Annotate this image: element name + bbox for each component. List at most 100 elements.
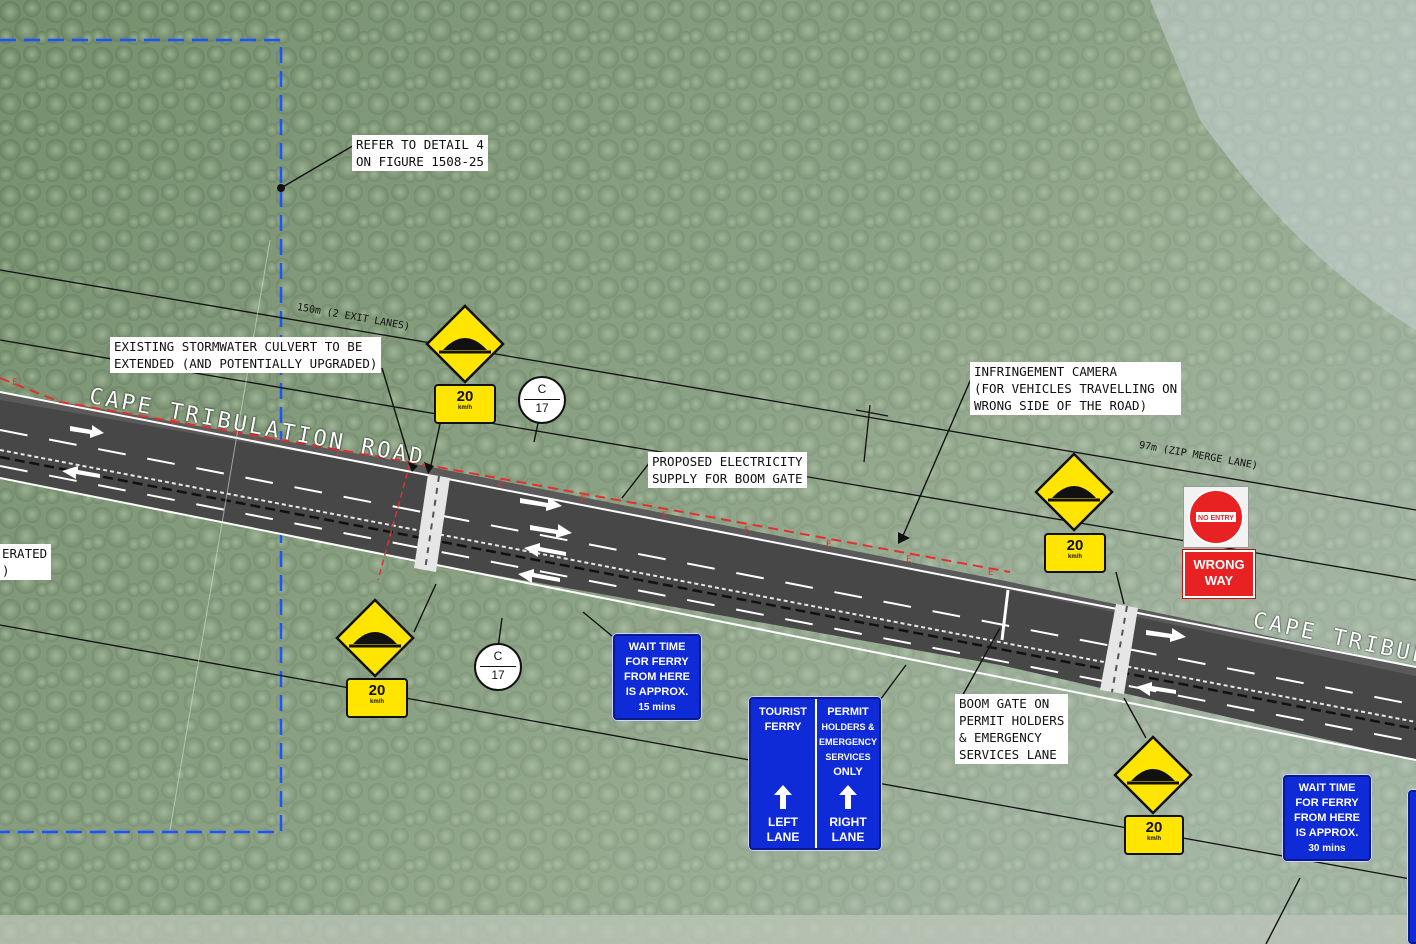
svg-text:E: E [662,511,667,521]
note-line: ERATED [2,546,48,561]
svg-text:E: E [906,555,911,565]
sign-line: FROM HERE [1294,812,1360,824]
lane-line [0,465,1416,743]
crossing-marking [1100,604,1138,694]
speed-unit: km/h [1146,836,1161,842]
no-entry-text: NO ENTRY [1198,515,1234,522]
svg-text:E: E [170,417,175,427]
speed-unit: km/h [369,699,384,705]
lane-designation-sign: TOURIST FERRY LEFT LANE PERMIT HOLDERS &… [748,696,882,851]
ref-letter: C [493,649,503,663]
road-edge-bottom [0,477,1416,761]
speed-value: 20 [1145,819,1163,836]
partial-blue-sign [1407,789,1416,944]
lane-sign-right-panel: PERMIT HOLDERS & EMERGENCY SERVICES ONLY… [817,699,879,848]
speed-unit: km/h [1067,554,1082,560]
leader-dots [277,184,910,544]
note-line: INFRINGEMENT CAMERA [974,364,1117,379]
camera-note: INFRINGEMENT CAMERA (FOR VEHICLES TRAVEL… [970,362,1182,415]
note-line: BOOM GATE ON [959,696,1050,711]
ferry-wait-time-sign: WAIT TIME FOR FERRY FROM HERE IS APPROX.… [1282,774,1372,862]
sign-line: LEFT [768,815,798,829]
speed-limit-sign: 20 km/h [434,384,496,424]
svg-text:E: E [12,378,17,388]
sign-line: ONLY [833,766,863,778]
note-line: ) [2,563,10,578]
note-line: SERVICES LANE [959,747,1057,762]
sign-line: LANE [766,830,800,844]
no-entry-icon: NO ENTRY [1188,489,1244,545]
note-line: ON FIGURE 1508-25 [356,154,484,169]
sign-line: HOLDERS & [821,722,875,732]
median-line [0,449,1416,723]
sign-line: FROM HERE [624,671,690,683]
sign-line: WAY [1204,573,1234,588]
sign-line: TOURIST [758,706,808,718]
electricity-supply-line [0,377,1011,573]
sign-line: WAIT TIME [628,641,686,653]
median-line [0,455,1416,731]
svg-text:E: E [254,433,259,443]
section-reference-marker: C 17 [474,643,522,691]
note-line: & EMERGENCY [959,730,1042,745]
cropped-note: ERATED ) [0,544,52,580]
speed-hump-warning-icon [335,598,415,678]
ref-number: 17 [491,668,505,682]
speed-limit-sign: 20 km/h [346,678,408,718]
electricity-note: PROPOSED ELECTRICITY SUPPLY FOR BOOM GAT… [648,452,807,488]
sign-line: PERMIT [827,706,869,718]
svg-text:E: E [580,495,585,505]
boom-gate-bar [1000,589,1010,641]
lane-arrows [62,425,1186,696]
ferry-wait-time-sign: WAIT TIME FOR FERRY FROM HERE IS APPROX.… [612,633,702,721]
svg-text:E: E [744,526,749,536]
sign-line: FOR FERRY [625,656,689,668]
sign-line: WAIT TIME [1298,782,1356,794]
lane-line [0,429,1416,706]
speed-limit-sign: 20 km/h [1044,533,1106,573]
sign-duration: 15 mins [638,702,676,713]
sign-duration: 30 mins [1308,843,1346,854]
section-reference-marker: C 17 [518,376,566,424]
leader-lines [280,143,1301,944]
note-line: REFER TO DETAIL 4 [356,137,484,152]
no-entry-sign: NO ENTRY [1183,486,1249,548]
project-boundary-line [0,38,283,834]
up-arrow-icon [774,785,792,809]
misty-area [1150,0,1416,330]
boom-gate-note: BOOM GATE ON PERMIT HOLDERS & EMERGENCY … [955,694,1069,764]
bottom-strip [0,915,1416,944]
sign-line: IS APPROX. [1295,827,1359,839]
culvert-note: EXISTING STORMWATER CULVERT TO BE EXTEND… [110,337,382,373]
note-line: SUPPLY FOR BOOM GATE [652,471,803,486]
sign-line: WRONG [1193,557,1245,572]
svg-text:E: E [826,540,831,550]
note-line: EXTENDED (AND POTENTIALLY UPGRADED) [114,356,378,371]
ref-number: 17 [535,401,549,415]
up-arrow-icon [839,785,857,809]
sign-line: EMERGENCY [818,737,877,747]
speed-unit: km/h [457,405,472,411]
sign-line: SERVICES [825,752,871,762]
speed-value: 20 [456,388,474,405]
speed-value: 20 [1066,537,1084,554]
note-line: (FOR VEHICLES TRAVELLING ON [974,381,1178,396]
note-line: PROPOSED ELECTRICITY [652,454,803,469]
sign-line: FERRY [764,721,802,733]
sign-line: LANE [831,830,865,844]
crossing-marking [414,474,450,572]
ref-divider [480,666,516,667]
speed-limit-sign: 20 km/h [1124,815,1184,855]
note-line: EXISTING STORMWATER CULVERT TO BE [114,339,363,354]
note-line: PERMIT HOLDERS [959,713,1065,728]
svg-text:E: E [988,568,993,578]
speed-value: 20 [368,682,386,699]
ref-letter: C [537,382,547,396]
sign-line: IS APPROX. [625,686,689,698]
refer-detail-note: REFER TO DETAIL 4 ON FIGURE 1508-25 [352,135,488,171]
wrong-way-sign: WRONG WAY [1182,549,1256,599]
sign-line: FOR FERRY [1295,797,1359,809]
speed-hump-warning-icon [1113,735,1193,815]
note-line: WRONG SIDE OF THE ROAD) [974,398,1148,413]
speed-hump-warning-icon [1034,452,1114,532]
